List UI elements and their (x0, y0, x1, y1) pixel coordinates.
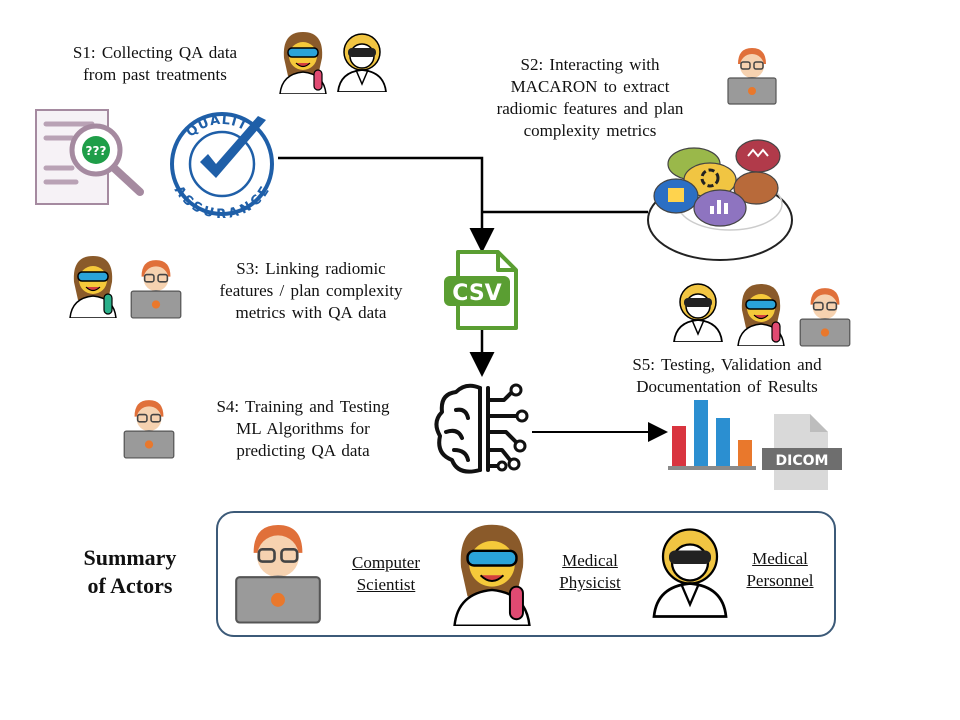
step-s3-text: S3: Linking radiomic features / plan com… (196, 258, 426, 324)
step-s1-text: S1: Collecting QA data from past treatme… (40, 42, 270, 86)
step-s4-text: S4: Training and Testing ML Algorithms f… (188, 396, 418, 462)
step-s4-line: ML Algorithms for (236, 419, 370, 438)
role-line: Physicist (559, 573, 621, 592)
computer-scientist-icon (123, 400, 175, 459)
medical-physicist-icon (737, 284, 785, 346)
summary-title: Summary of Actors (60, 544, 200, 600)
bar-chart-icon (668, 400, 756, 470)
medical-physicist-icon (453, 524, 531, 626)
medical-personnel-icon (652, 528, 728, 618)
role-line: Computer (352, 553, 420, 572)
macaron-plate-icon (647, 139, 793, 261)
brain-circuit-icon (434, 383, 529, 474)
step-s2-text: S2: Interacting with MACARON to extract … (470, 54, 710, 142)
dicom-label: DICOM (776, 453, 829, 469)
role-line: Medical (752, 549, 808, 568)
step-s4-line: S4: Training and Testing (216, 397, 390, 416)
step-s5-text: S5: Testing, Validation and Documentatio… (602, 354, 852, 398)
arrow-s1-to-csv (278, 156, 495, 253)
step-s2-line: complexity metrics (523, 121, 657, 140)
role-line: Medical (562, 551, 618, 570)
summary-of-actors-box (216, 511, 836, 637)
step-s4-line: predicting QA data (236, 441, 370, 460)
csv-file-icon: CSV (444, 250, 518, 330)
medical-personnel-icon (673, 283, 723, 342)
summary-title-line: of Actors (87, 573, 173, 598)
dicom-file-icon: DICOM (762, 414, 842, 490)
step-s3-line: S3: Linking radiomic (236, 259, 386, 278)
role-line: Personnel (746, 571, 814, 590)
csv-label: CSV (452, 281, 501, 306)
medical-physicist-icon (279, 32, 327, 94)
step-s2-line: S2: Interacting with (520, 55, 660, 74)
quality-assurance-badge-icon: QUALITY ASSURANCE (170, 112, 274, 218)
medical-personnel-icon (337, 33, 387, 92)
step-s1-line: S1: Collecting QA data (72, 43, 238, 62)
document-search-icon: ??? (35, 109, 144, 205)
role-medical-personnel: Medical Personnel (730, 548, 830, 592)
question-marks: ??? (86, 144, 107, 158)
summary-title-line: Summary (83, 545, 177, 570)
step-s5-line: Documentation of Results (636, 377, 818, 396)
computer-scientist-icon (727, 48, 777, 105)
computer-scientist-icon (235, 524, 321, 624)
step-s3-line: metrics with QA data (235, 303, 387, 322)
step-s2-line: MACARON to extract (510, 77, 670, 96)
role-medical-physicist: Medical Physicist (542, 550, 638, 594)
role-line: Scientist (356, 575, 416, 594)
step-s2-line: radiomic features and plan (496, 99, 684, 118)
role-computer-scientist: Computer Scientist (334, 552, 438, 596)
step-s3-line: features / plan complexity (219, 281, 403, 300)
computer-scientist-icon (799, 288, 851, 347)
medical-physicist-icon (69, 256, 117, 318)
computer-scientist-icon (130, 260, 182, 319)
step-s5-line: S5: Testing, Validation and (632, 355, 822, 374)
step-s1-line: from past treatments (83, 65, 227, 84)
